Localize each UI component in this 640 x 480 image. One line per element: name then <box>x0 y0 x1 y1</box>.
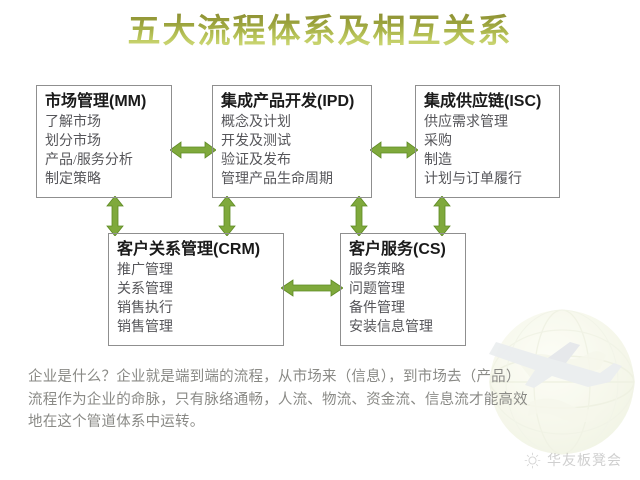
page-title: 五大流程体系及相互关系 <box>0 12 640 52</box>
process-box-mm[interactable]: 市场管理(MM) 了解市场 划分市场 产品/服务分析 制定策略 <box>36 85 172 198</box>
process-box-item: 了解市场 <box>45 115 101 130</box>
footer-line: 企业是什么？企业就是端到端的流程，从市场来（信息），到市场去（产品） <box>28 369 521 385</box>
process-box-title: 市场管理(MM) <box>45 93 147 110</box>
process-box-item: 管理产品生命周期 <box>221 172 333 187</box>
connector-crm-cs <box>281 279 343 297</box>
connector-mm-ipd <box>170 141 216 159</box>
process-box-item: 销售管理 <box>117 320 173 335</box>
process-box-item: 产品/服务分析 <box>45 153 133 168</box>
process-box-item: 安装信息管理 <box>349 320 433 335</box>
process-box-crm[interactable]: 客户关系管理(CRM) 推广管理 关系管理 销售执行 销售管理 <box>108 233 284 346</box>
connector-ipd-isc <box>370 141 418 159</box>
footer-paragraph: 企业是什么？企业就是端到端的流程，从市场来（信息），到市场去（产品） 流程作为企… <box>28 366 606 434</box>
connector-ipd-crm <box>218 196 236 236</box>
process-box-item: 服务策略 <box>349 263 405 278</box>
process-box-ipd[interactable]: 集成产品开发(IPD) 概念及计划 开发及测试 验证及发布 管理产品生命周期 <box>212 85 372 198</box>
brand-watermark: 华友板凳会 <box>524 450 622 470</box>
brand-name: 华友板凳会 <box>547 452 622 468</box>
footer-line: 地在这个管道体系中运转。 <box>28 414 205 430</box>
process-box-item: 采购 <box>424 134 452 149</box>
process-box-item: 概念及计划 <box>221 115 291 130</box>
footer-line: 流程作为企业的命脉，只有脉络通畅，人流、物流、资金流、信息流才能高效 <box>28 391 528 408</box>
process-box-item: 制造 <box>424 153 452 168</box>
connector-isc-cs <box>433 196 451 236</box>
process-box-item: 验证及发布 <box>221 153 291 168</box>
process-box-cs[interactable]: 客户服务(CS) 服务策略 问题管理 备件管理 安装信息管理 <box>340 233 466 346</box>
connector-mm-crm <box>106 196 124 236</box>
process-box-item: 问题管理 <box>349 282 405 297</box>
process-box-title: 集成产品开发(IPD) <box>221 93 355 110</box>
process-box-item: 制定策略 <box>45 172 101 187</box>
sun-logo-icon <box>524 452 541 468</box>
process-box-title: 客户关系管理(CRM) <box>117 241 261 258</box>
connector-ipd-cs <box>350 196 368 236</box>
process-box-item: 计划与订单履行 <box>424 172 522 187</box>
process-box-item: 销售执行 <box>117 301 173 316</box>
process-box-item: 划分市场 <box>45 134 101 149</box>
process-box-item: 备件管理 <box>349 301 405 316</box>
process-box-isc[interactable]: 集成供应链(ISC) 供应需求管理 采购 制造 计划与订单履行 <box>415 85 560 198</box>
process-box-title: 客户服务(CS) <box>349 241 446 258</box>
process-box-item: 关系管理 <box>117 282 173 297</box>
process-box-item: 供应需求管理 <box>424 115 508 130</box>
process-box-item: 开发及测试 <box>221 134 291 149</box>
process-box-item: 推广管理 <box>117 263 173 278</box>
process-box-title: 集成供应链(ISC) <box>424 93 542 110</box>
